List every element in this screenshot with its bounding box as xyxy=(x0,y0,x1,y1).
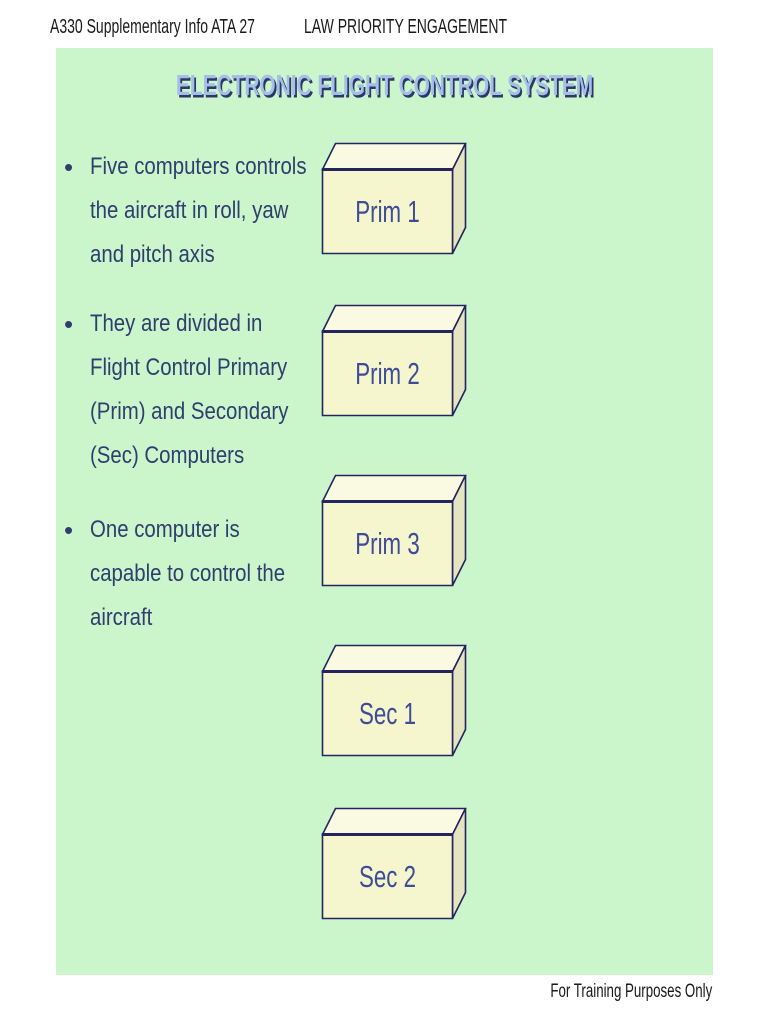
slide-background: ELECTRONIC FLIGHT CONTROL SYSTEM • Five … xyxy=(56,48,713,975)
header-doc-title: A330 Supplementary Info ATA 27 xyxy=(50,16,255,38)
box-label-prim-3: Prim 3 xyxy=(355,526,419,560)
box-label-sec-2: Sec 2 xyxy=(359,859,416,893)
bullet-icon: • xyxy=(64,515,74,545)
footer-note: For Training Purposes Only xyxy=(550,981,712,1002)
box-sec-1: Sec 1 xyxy=(321,644,467,757)
box-prim-3: Prim 3 xyxy=(321,474,467,587)
header-section-title: LAW PRIORITY ENGAGEMENT xyxy=(304,16,508,38)
box-prim-2: Prim 2 xyxy=(321,304,467,417)
slide-title: ELECTRONIC FLIGHT CONTROL SYSTEM xyxy=(175,70,594,102)
box-prim-1: Prim 1 xyxy=(321,142,467,255)
box-label-sec-1: Sec 1 xyxy=(359,696,416,730)
bullet-icon: • xyxy=(64,309,74,339)
box-label-prim-2: Prim 2 xyxy=(355,356,419,390)
bullet-icon: • xyxy=(64,152,74,182)
box-sec-2: Sec 2 xyxy=(321,807,467,920)
box-label-prim-1: Prim 1 xyxy=(355,194,419,228)
